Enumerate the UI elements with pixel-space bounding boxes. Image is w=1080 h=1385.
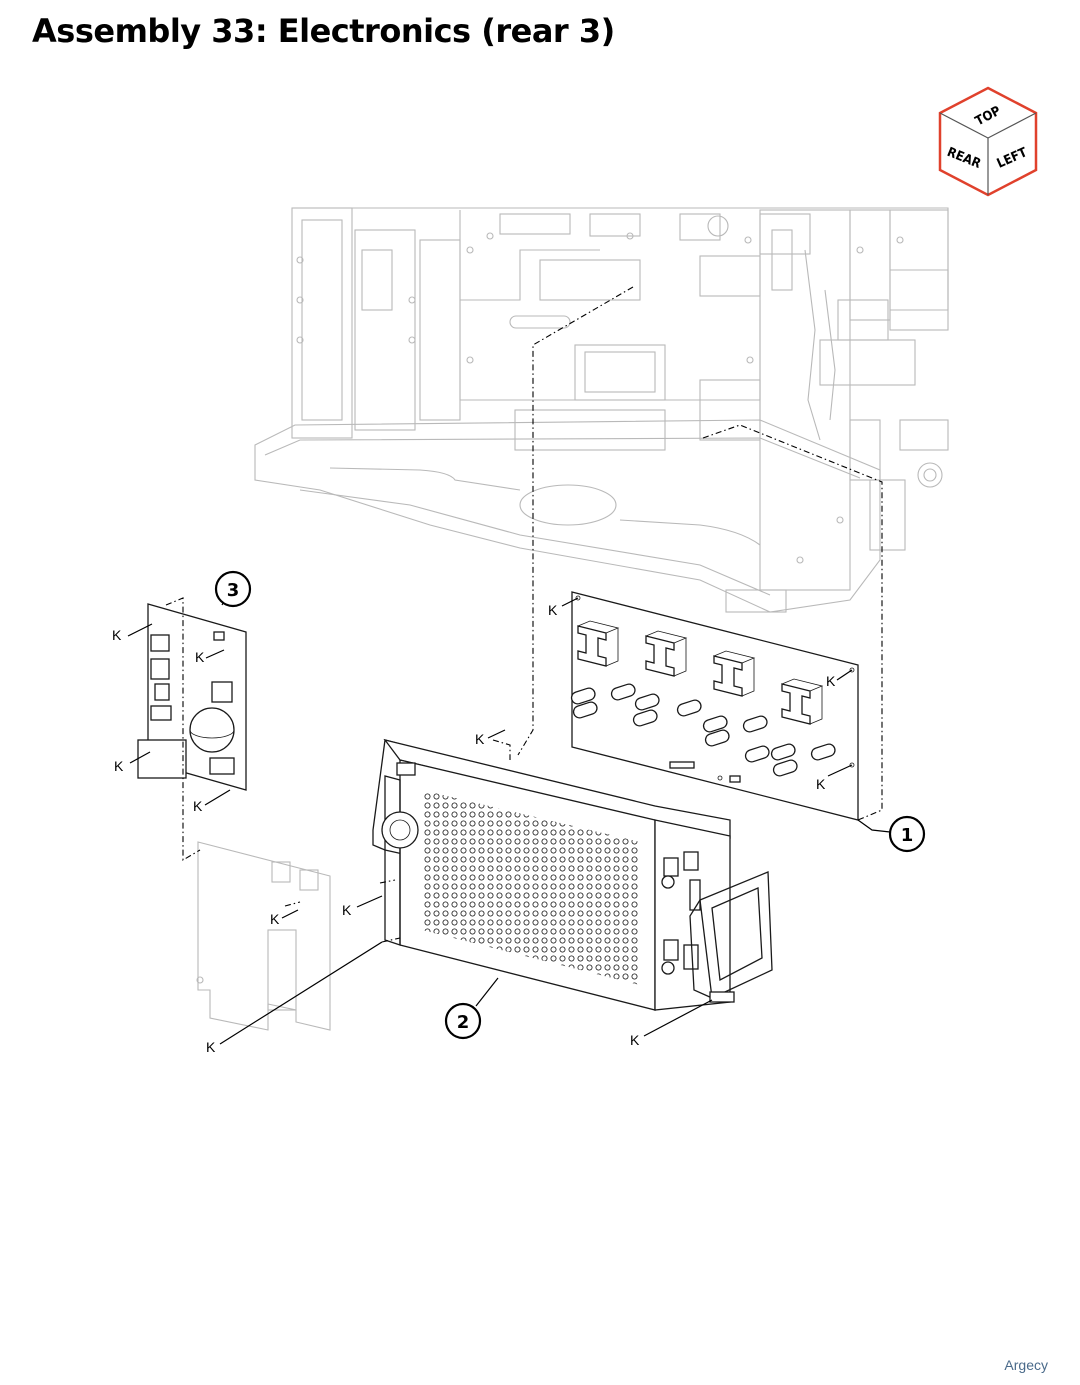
k-label-4: K [193, 798, 203, 814]
part-1-pcb-board[interactable] [570, 591, 859, 821]
k-label-10: K [270, 911, 280, 927]
small-pcb-capacitor [189, 707, 235, 753]
k-label-3: K [114, 758, 124, 774]
k-label-2: K [195, 649, 205, 665]
callout-1-label: 1 [901, 825, 914, 846]
alignment-lines [165, 286, 883, 943]
k-label-11: K [206, 1039, 216, 1055]
mounting-plate-ghost [196, 841, 331, 1031]
callout-1[interactable]: 1 [857, 815, 926, 853]
k-fastener-leaders [127, 597, 853, 1045]
callout-3-label: 3 [227, 580, 240, 601]
k-label-7: K [816, 776, 826, 792]
k-label-1: K [112, 627, 122, 643]
footer-brand: Argecy [1004, 1357, 1048, 1373]
orientation-cube: TOP REAR LEFT [938, 86, 1038, 197]
psu-vent-grille [422, 790, 640, 985]
k-label-6: K [826, 673, 836, 689]
pcb-transformers [577, 620, 824, 725]
part-2-power-supply[interactable] [372, 738, 773, 1011]
pcb-connector-small [729, 775, 741, 783]
page-title: Assembly 33: Electronics (rear 3) [32, 12, 615, 50]
callout-2[interactable]: 2 [444, 977, 499, 1040]
part-3-small-pcb[interactable] [137, 603, 247, 791]
pcb-connector [669, 761, 695, 769]
psu-top-connector [396, 762, 416, 776]
small-pcb-connectors [150, 631, 235, 775]
psu-fan [381, 811, 419, 849]
pcb-capacitors [570, 683, 836, 777]
k-label-5: K [548, 602, 558, 618]
k-label-8: K [475, 731, 485, 747]
k-label-12: K [630, 1032, 640, 1048]
k-labels: K K K K K K K K K K K K [112, 602, 836, 1055]
callout-3[interactable]: 3 [214, 570, 252, 608]
k-label-9: K [342, 902, 352, 918]
psu-handle[interactable] [689, 871, 773, 999]
small-pcb-block [137, 739, 187, 779]
printer-frame-ghost [254, 207, 949, 613]
callout-2-label: 2 [457, 1012, 470, 1033]
